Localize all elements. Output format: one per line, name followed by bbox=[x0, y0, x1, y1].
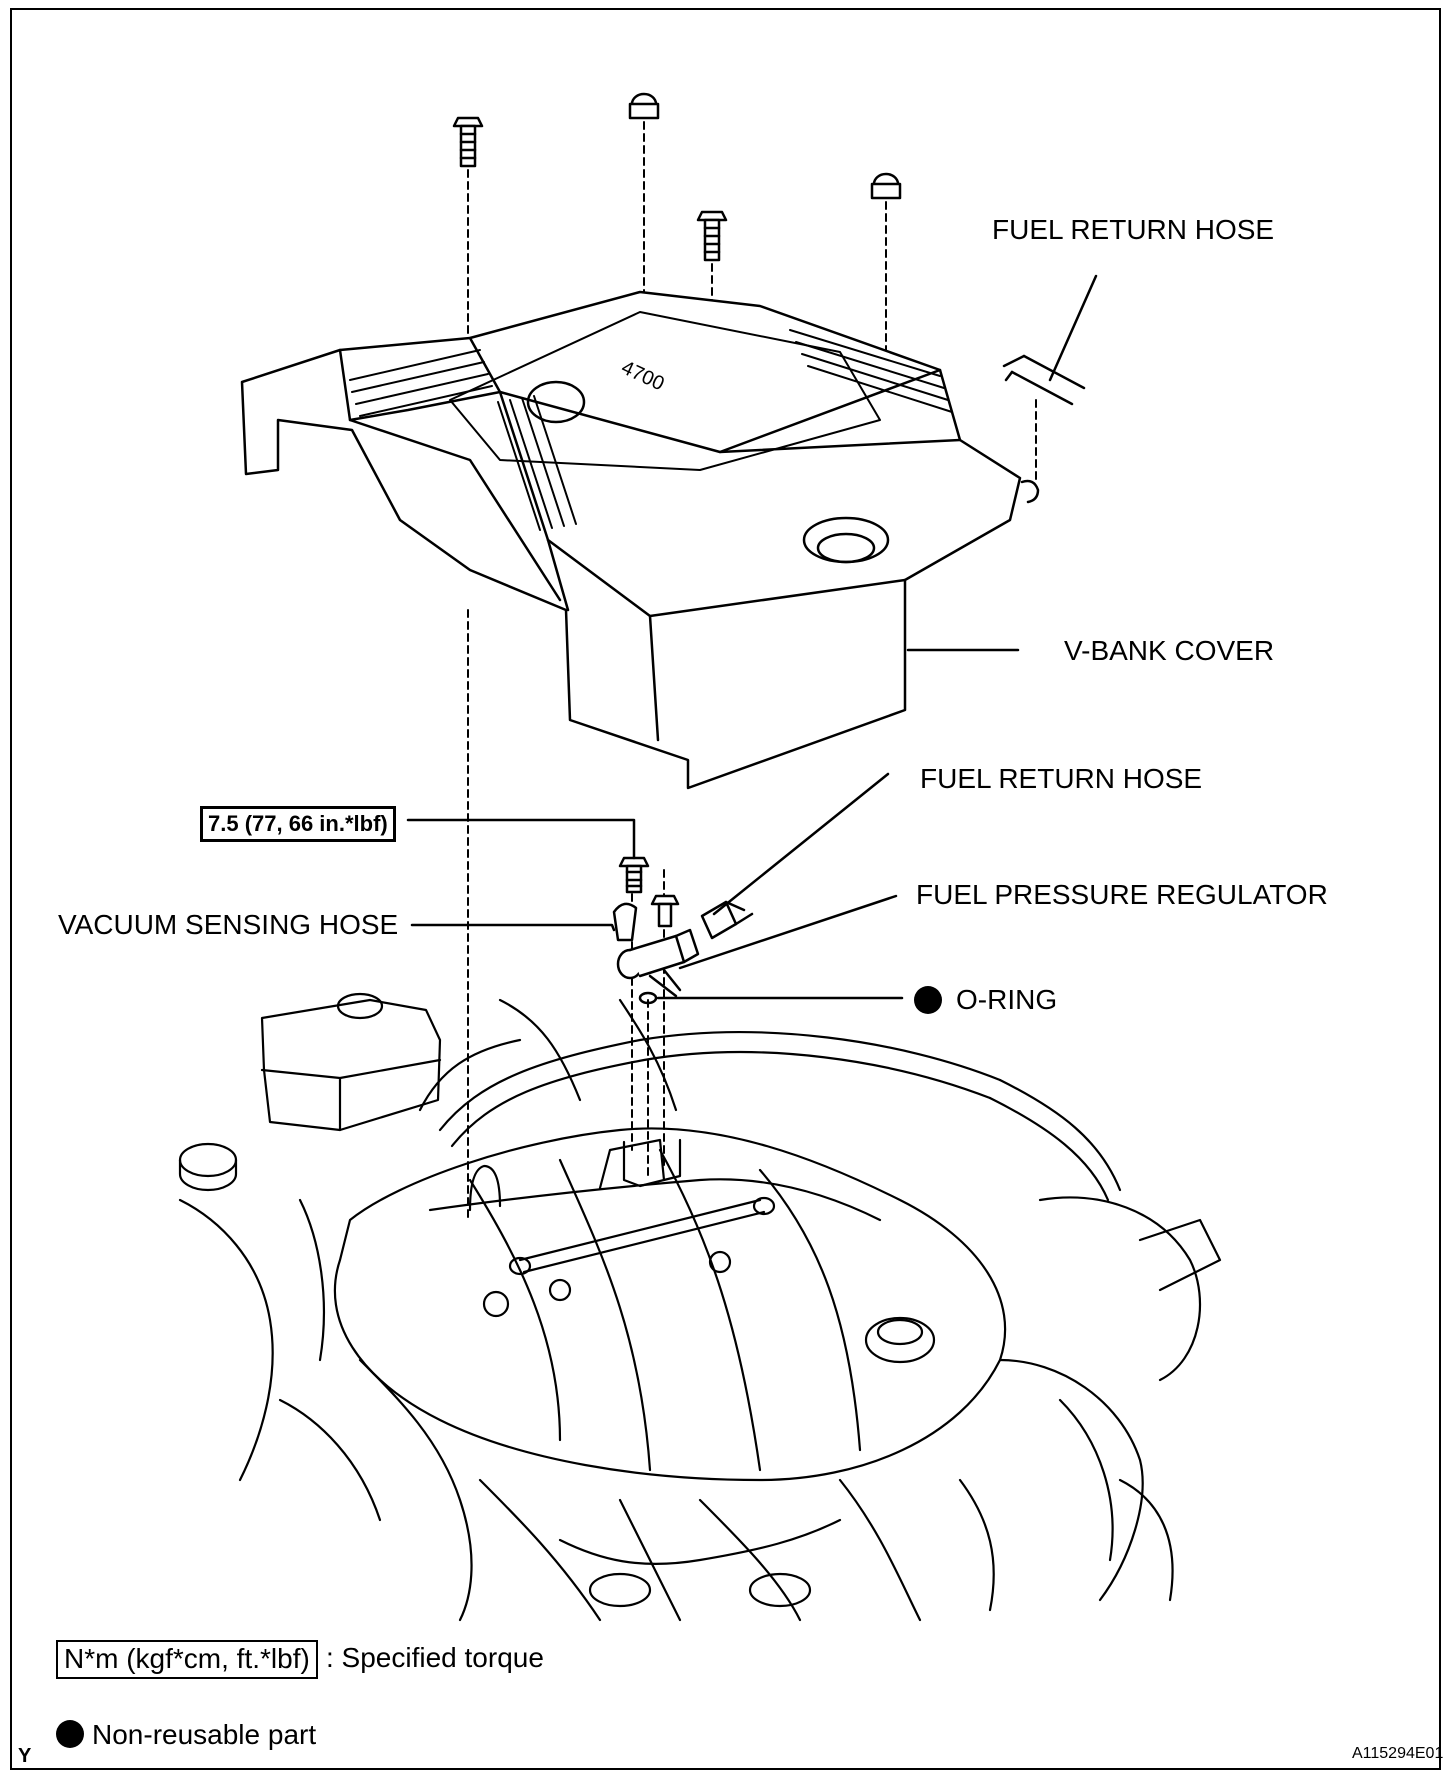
regulator-bolt bbox=[650, 894, 680, 928]
legend-torque-box: N*m (kgf*cm, ft.*lbf) bbox=[56, 1640, 318, 1679]
fuel-return-hose-lower-part bbox=[700, 900, 754, 940]
torque-spec-box: 7.5 (77, 66 in.*lbf) bbox=[200, 806, 396, 843]
o-ring-part bbox=[638, 991, 658, 1005]
label-fuel-pressure-regulator: FUEL PRESSURE REGULATOR bbox=[916, 879, 1328, 910]
nut-1 bbox=[628, 92, 660, 120]
label-vacuum-sensing-hose: VACUUM SENSING HOSE bbox=[58, 909, 399, 940]
figure-id: A115294E01 bbox=[1352, 1745, 1444, 1762]
legend-non-reusable-dot bbox=[56, 1720, 84, 1748]
corner-letter: Y bbox=[18, 1745, 32, 1767]
torque-bolt bbox=[618, 856, 650, 894]
v-bank-cover: 4700 bbox=[240, 290, 1040, 790]
engine-illustration bbox=[178, 992, 1222, 1622]
leader-fuel-return-hose-top bbox=[1048, 274, 1098, 382]
label-o-ring: O-RING bbox=[956, 984, 1058, 1015]
label-fuel-return-hose-top: FUEL RETURN HOSE bbox=[992, 214, 1275, 245]
bolt-2 bbox=[696, 210, 728, 262]
leader-vacuum-sensing-hose bbox=[410, 923, 616, 932]
label-v-bank-cover: V-BANK COVER bbox=[1064, 635, 1275, 666]
leader-fuel-return-hose-lower bbox=[712, 772, 890, 916]
leader-lines bbox=[406, 274, 1098, 1000]
nut-2 bbox=[870, 172, 902, 200]
legend-torque-desc: : Specified torque bbox=[326, 1642, 544, 1673]
leader-torque bbox=[406, 818, 636, 860]
legend-nonreusable-text: Non-reusable part bbox=[92, 1719, 317, 1750]
leader-fuel-pressure-regulator bbox=[678, 894, 898, 970]
fuel-return-hose-upper bbox=[1002, 354, 1086, 406]
diagram-frame bbox=[10, 8, 1441, 1770]
non-reusable-dot-o-ring bbox=[914, 986, 942, 1014]
bolt-1 bbox=[452, 116, 484, 168]
fuel-pressure-regulator-part bbox=[616, 928, 700, 998]
vacuum-sensing-hose-part bbox=[612, 902, 638, 942]
label-fuel-return-hose-lower: FUEL RETURN HOSE bbox=[920, 763, 1203, 794]
